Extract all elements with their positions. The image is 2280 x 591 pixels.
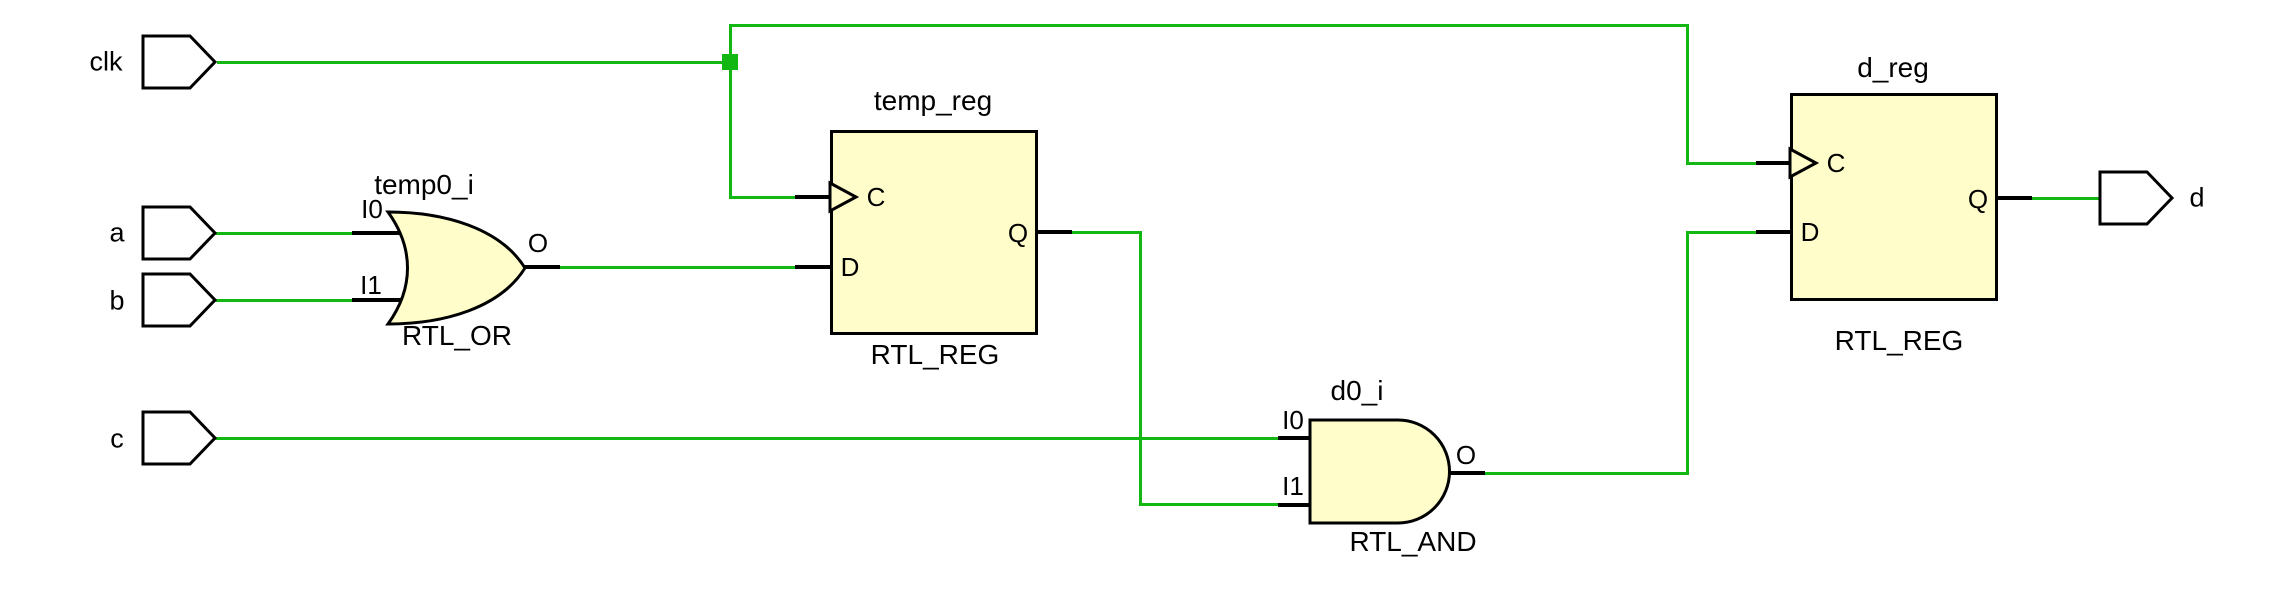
and-gate-pin-o-label: O	[1455, 440, 1477, 470]
tempreg-instance-label: temp_reg	[873, 85, 993, 116]
input-port-b-label: b	[109, 285, 125, 316]
or-gate-pin-i0-stub[interactable]	[352, 231, 402, 235]
tempreg-pin-q-label: Q	[1007, 218, 1029, 248]
tempreg-pin-q-stub[interactable]	[1036, 230, 1072, 234]
dreg-pin-c-stub[interactable]	[1756, 161, 1792, 165]
tempreg-pin-d-stub[interactable]	[795, 265, 832, 269]
dreg-pin-q-label: Q	[1967, 184, 1989, 214]
net-and-out-vertical[interactable]	[1686, 231, 1689, 475]
or-gate-instance-label: temp0_i	[374, 169, 474, 200]
or-gate-pin-i1-stub[interactable]	[352, 298, 402, 302]
and-gate-pin-i1-label: I1	[1282, 471, 1304, 501]
or-gate-type-label: RTL_OR	[402, 320, 512, 351]
net-clk-to-dreg-c-horizontal[interactable]	[1686, 162, 1758, 165]
net-clk-junction-dot[interactable]	[722, 54, 738, 70]
input-port-a-label: a	[109, 217, 125, 248]
and-gate-pin-o-stub[interactable]	[1446, 471, 1485, 475]
input-port-clk-icon[interactable]	[141, 33, 219, 91]
tempreg-pin-c-stub[interactable]	[795, 195, 832, 199]
or-gate-shape[interactable]	[385, 210, 528, 326]
dreg-clock-edge-triangle-icon	[1788, 146, 1820, 180]
and-gate-pin-i0-stub[interactable]	[1278, 436, 1313, 440]
and-gate-pin-i0-label: I0	[1282, 405, 1304, 435]
or-gate-pin-i0-label: I0	[361, 194, 383, 224]
or-gate-pin-i1-label: I1	[360, 270, 382, 300]
register-d-reg-body[interactable]	[1790, 93, 1998, 301]
net-and-out-to-dreg-d[interactable]	[1686, 231, 1759, 234]
input-port-a-icon[interactable]	[141, 204, 219, 262]
net-d[interactable]	[2030, 197, 2100, 200]
input-port-c-label: c	[110, 423, 124, 454]
dreg-pin-d-stub[interactable]	[1756, 230, 1792, 234]
dreg-type-label: RTL_REG	[1834, 325, 1964, 356]
net-clk-vertical[interactable]	[729, 24, 732, 198]
net-tempreg-q-to-and-i1[interactable]	[1139, 503, 1279, 506]
output-port-d-icon[interactable]	[2098, 169, 2176, 227]
and-gate-shape[interactable]	[1308, 418, 1454, 526]
input-port-clk-label: clk	[89, 46, 123, 77]
net-clk-horizontal[interactable]	[217, 61, 730, 64]
tempreg-clock-edge-triangle-icon	[828, 180, 860, 214]
net-c[interactable]	[215, 437, 1279, 440]
net-clk-to-tempreg-c[interactable]	[729, 196, 797, 199]
dreg-pin-c-label: C	[1826, 148, 1846, 178]
net-b[interactable]	[215, 299, 353, 302]
net-a[interactable]	[215, 232, 353, 235]
net-tempreg-q-horizontal[interactable]	[1070, 231, 1141, 234]
tempreg-pin-c-label: C	[866, 182, 886, 212]
output-port-d-label: d	[2189, 182, 2205, 213]
net-and-out-horizontal[interactable]	[1483, 472, 1688, 475]
input-port-c-icon[interactable]	[141, 409, 219, 467]
net-or-out-to-tempreg-d[interactable]	[558, 266, 798, 269]
register-temp-reg-body[interactable]	[830, 130, 1038, 335]
net-clk-top-horizontal[interactable]	[729, 24, 1689, 27]
or-gate-pin-o-stub[interactable]	[520, 265, 560, 269]
and-gate-type-label: RTL_AND	[1349, 526, 1477, 557]
net-clk-to-dreg-c-vertical[interactable]	[1686, 24, 1689, 165]
net-tempreg-q-vertical[interactable]	[1139, 231, 1142, 506]
dreg-pin-d-label: D	[1800, 217, 1820, 247]
input-port-b-icon[interactable]	[141, 271, 219, 329]
or-gate-pin-o-label: O	[527, 228, 549, 258]
and-gate-instance-label: d0_i	[1330, 375, 1384, 406]
dreg-pin-q-stub[interactable]	[1995, 196, 2032, 200]
tempreg-type-label: RTL_REG	[870, 339, 1000, 370]
dreg-instance-label: d_reg	[1857, 52, 1929, 83]
tempreg-pin-d-label: D	[840, 252, 860, 282]
and-gate-pin-i1-stub[interactable]	[1278, 503, 1313, 507]
